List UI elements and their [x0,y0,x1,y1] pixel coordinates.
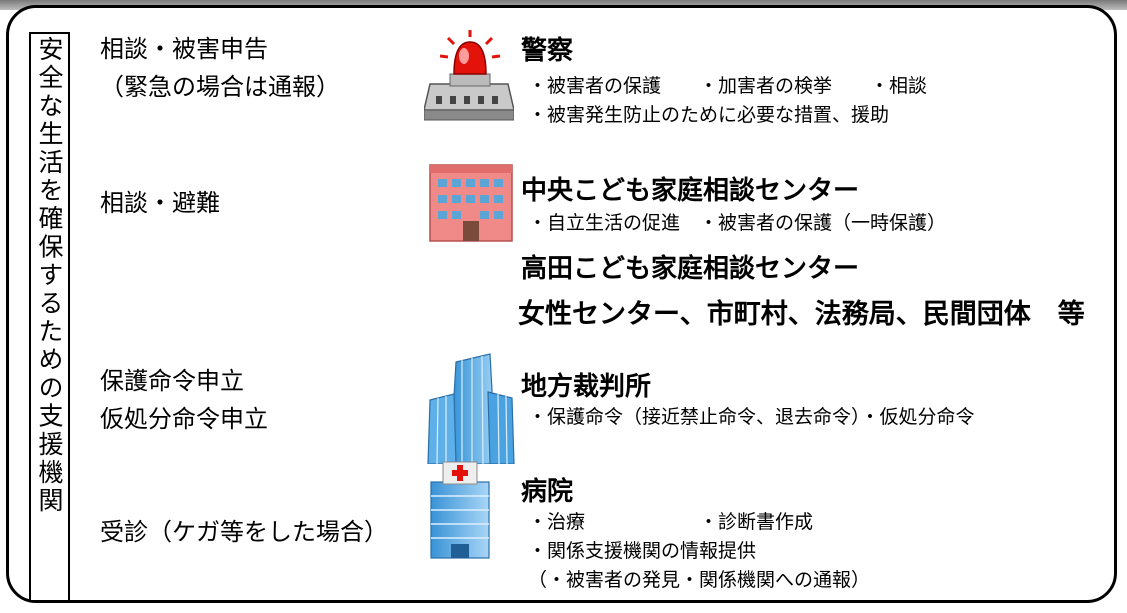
item: ・治療 ・診断書作成 [528,511,814,533]
vertical-label-box: 安全な生活を確保するための支援機関 [29,32,70,602]
police-items: ・被害者の保護 ・加害者の検挙 ・相談 ・被害発生防止のために必要な措置、援助 [528,72,927,130]
building-icon [429,164,513,242]
request-line: 受診（ケガ等をした場合） [100,518,388,546]
request-court: 保護命令申立 仮処分命令申立 [100,362,268,438]
skyscraper-icon [427,353,515,464]
request-line: 仮処分命令申立 [100,405,268,433]
org-police: 警察 [521,36,574,66]
hospital-icon [430,461,490,559]
item: （・被害者の発見・関係機関への通報） [528,569,871,591]
center-items: ・自立生活の促進 ・被害者の保護（一時保護） [528,209,946,238]
request-line: （緊急の場合は通報） [100,73,340,101]
request-line: 保護命令申立 [100,367,244,395]
request-line: 相談・被害申告 [100,35,268,63]
request-consultation: 相談・避難 [100,184,220,222]
item: ・被害発生防止のために必要な措置、援助 [528,104,890,126]
org-central-center: 中央こども家庭相談センター [521,176,860,206]
hospital-items: ・治療 ・診断書作成 ・関係支援機関の情報提供 （・被害者の発見・関係機関への通… [528,508,870,595]
org-district-court: 地方裁判所 [521,372,652,402]
request-line: 相談・避難 [100,189,220,217]
item: ・自立生活の促進 ・被害者の保護（一時保護） [528,212,947,234]
item: ・関係支援機関の情報提供 [528,540,757,562]
court-items: ・保護命令（接近禁止命令、退去命令）・仮処分命令 [528,403,975,432]
item: ・保護命令（接近禁止命令、退去命令）・仮処分命令 [528,406,975,428]
police-siren-icon [424,30,514,121]
outer-rounded-frame [6,5,1117,603]
vertical-label: 安全な生活を確保するための支援機関 [35,36,64,516]
org-takada-center: 高田こども家庭相談センター [521,254,860,284]
org-others: 女性センター、市町村、法務局、民間団体 等 [518,299,1085,330]
request-police: 相談・被害申告 （緊急の場合は通報） [100,30,340,106]
item: ・被害者の保護 ・加害者の検挙 ・相談 [528,75,928,97]
org-hospital: 病院 [521,477,574,507]
request-hospital: 受診（ケガ等をした場合） [100,513,388,551]
